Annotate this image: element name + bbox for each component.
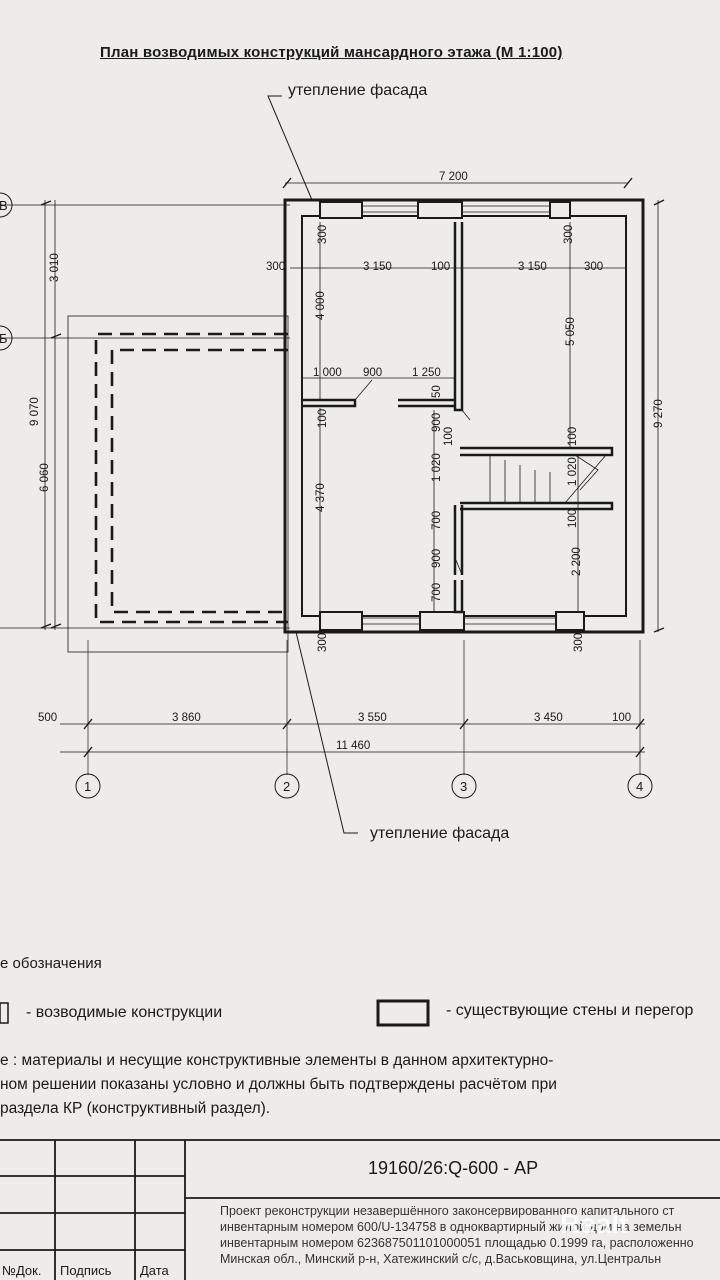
- dim-overall-top: 7 200: [439, 171, 468, 183]
- dimension-label: 11 460: [336, 740, 370, 752]
- legend-new: - возводимые конструкции: [26, 1004, 223, 1021]
- dimension-label: 300: [317, 633, 329, 652]
- dimension-label: 700: [431, 511, 443, 530]
- dimension-label: 3 450: [534, 712, 563, 724]
- note-line-3: раздела КР (конструктивный раздел).: [0, 1100, 271, 1117]
- dimension-label: 900: [363, 367, 382, 379]
- watermark: Realt: [560, 1208, 629, 1239]
- dimension-label: 5 050: [565, 317, 577, 346]
- stamp-desc-4: Минская обл., Минский р-н, Хатежинский с…: [220, 1252, 662, 1266]
- dimension-label: 9 070: [29, 397, 41, 426]
- dimension-label: 900: [431, 413, 443, 432]
- dimension-label: 100: [443, 427, 455, 446]
- dimension-label: 500: [38, 712, 57, 724]
- dimension-label: 3 550: [358, 712, 387, 724]
- dimension-label: 300: [584, 261, 603, 273]
- note-line-2: ном решении показаны условно и должны бы…: [0, 1076, 557, 1093]
- dimension-label: 6 060: [39, 463, 51, 492]
- dimension-label: 100: [317, 409, 329, 428]
- dimension-label: 4 000: [315, 291, 327, 320]
- stairs: [489, 454, 607, 504]
- axis-label-b: Б: [0, 331, 8, 346]
- windows: [319, 201, 585, 631]
- title-block-grid: [0, 1139, 720, 1280]
- existing-outline: [67, 315, 289, 653]
- callout-top: утепление фасада: [288, 82, 428, 99]
- stamp-label-doc: №Док.: [2, 1263, 42, 1278]
- stamp-label-date: Дата: [140, 1263, 169, 1278]
- note-line-1: е : материалы и несущие конструктивные э…: [0, 1052, 554, 1069]
- stamp-desc-2: инвентарным номером 600/U-134758 в однок…: [220, 1220, 682, 1234]
- dimension-label: 100: [612, 712, 631, 724]
- dimension-label: 3 010: [49, 253, 61, 282]
- dimension-label: 9 270: [653, 399, 665, 428]
- dimension-label: 1 250: [412, 367, 441, 379]
- drawing-title: План возводимых конструкций мансардного …: [100, 44, 563, 61]
- axis-label-v: В: [0, 198, 8, 213]
- dimension-label: 3 860: [172, 712, 201, 724]
- legend-heading: е обозначения: [0, 955, 102, 972]
- axis-markers: [0, 192, 653, 799]
- stamp-desc-1: Проект реконструкции незавершённого зако…: [220, 1204, 675, 1218]
- dimension-label: 100: [567, 427, 579, 446]
- dimension-label: 900: [431, 549, 443, 568]
- dimension-label: 3 150: [363, 261, 392, 273]
- stamp-desc-3: инвентарным номером 623687501101000051 п…: [220, 1236, 694, 1250]
- dimension-label: 1 000: [313, 367, 342, 379]
- dimension-lines: [44, 182, 659, 753]
- dimension-label: 2 200: [571, 547, 583, 576]
- dimension-label: 3 150: [518, 261, 547, 273]
- dimension-label: 50: [431, 385, 443, 398]
- callout-bottom: утепление фасада: [370, 825, 510, 842]
- dimension-label: 300: [563, 225, 575, 244]
- dimension-label: 100: [567, 509, 579, 528]
- dimension-label: 300: [317, 225, 329, 244]
- legend-existing: - существующие стены и перегор: [446, 1002, 694, 1019]
- dimension-label: 300: [266, 261, 285, 273]
- callout-leaders: [267, 95, 358, 834]
- axis-label-2: 2: [283, 779, 290, 794]
- dimension-label: 1 020: [567, 457, 579, 486]
- partition-wall: [302, 222, 614, 614]
- stamp-label-sign: Подпись: [60, 1263, 112, 1278]
- drawing-code: 19160/26:Q-600 - АР: [368, 1158, 539, 1178]
- axis-label-1: 1: [84, 779, 91, 794]
- dashed-outline: [94, 332, 288, 624]
- legend-new-symbol: [0, 1002, 9, 1024]
- legend-existing-symbol: [376, 999, 430, 1027]
- dimension-label: 300: [573, 633, 585, 652]
- dimension-label: 4 370: [315, 483, 327, 512]
- dimension-label: 100: [431, 261, 450, 273]
- axis-label-3: 3: [460, 779, 467, 794]
- dimension-label: 1 020: [431, 453, 443, 482]
- axis-label-4: 4: [636, 779, 643, 794]
- dimension-label: 700: [431, 583, 443, 602]
